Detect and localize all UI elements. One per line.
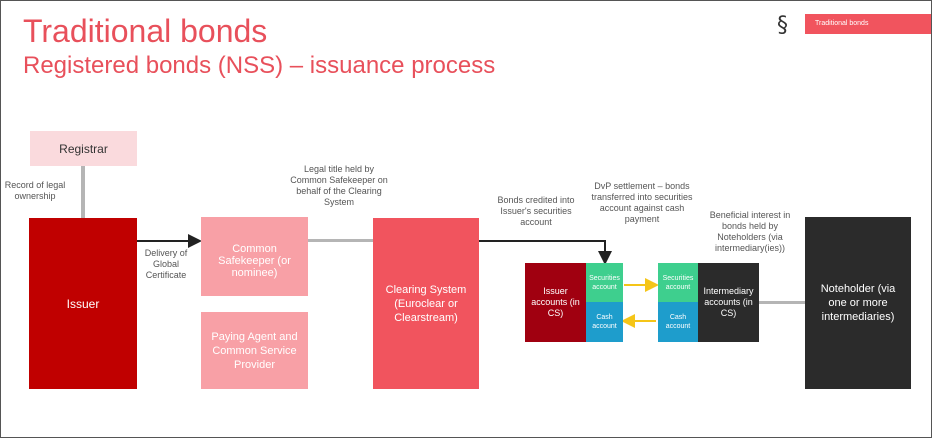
issuer-label: Issuer [66,296,100,311]
brand-logo-icon: § [777,13,788,38]
note-record-of-legal-ownership: Record of legal ownership [4,180,66,201]
note-legal-title-held: Legal title held by Common Safekeeper on… [290,164,388,207]
intermediary-accounts-box: Intermediary accounts (in CS) [698,263,759,342]
issuer-accounts-label: Issuer accounts (in CS) [531,286,580,318]
noteholder-box: Noteholder (via one or more intermediari… [805,217,911,389]
common-safekeeper-box: Common Safekeeper (or nominee) [201,217,308,296]
intermediary-cash-account: Cash account [658,302,698,342]
registrar-issuer-connector [81,166,85,218]
common-safekeeper-label: Common Safekeeper (or nominee) [218,243,291,279]
intermediary-securities-account: Securities account [658,263,698,302]
note-bonds-credited: Bonds credited into Issuer's securities … [497,195,575,227]
issuer-accounts-box: Issuer accounts (in CS) [525,263,586,342]
paying-agent-label: Paying Agent and Common Service Provider [211,330,298,371]
intermediary-noteholder-connector [759,301,805,304]
issuer-securities-account: Securities account [586,263,623,302]
clearing-system-box: Clearing System (Euroclear or Clearstrea… [373,218,479,389]
note-beneficial-interest: Beneficial interest in bonds held by Not… [709,210,791,253]
section-tag: Traditional bonds [805,14,931,34]
noteholder-label: Noteholder (via one or more intermediari… [820,283,896,323]
intermediary-securities-account-label: Securities account [662,274,694,291]
paying-agent-box: Paying Agent and Common Service Provider [201,312,308,389]
safekeeper-clearing-connector [308,239,373,242]
issuer-securities-account-label: Securities account [589,274,620,291]
intermediary-accounts-label: Intermediary accounts (in CS) [703,286,754,318]
clearing-system-label: Clearing System (Euroclear or Clearstrea… [385,283,467,324]
issuer-cash-account-label: Cash account [592,314,617,330]
bonds-credited-arrow [479,240,612,265]
page-subtitle: Registered bonds (NSS) – issuance proces… [23,52,496,79]
note-dvp-settlement: DvP settlement – bonds transferred into … [591,181,693,224]
note-delivery-of-global-certificate: Delivery of Global Certificate [144,248,188,280]
issuer-cash-account: Cash account [586,302,623,342]
page-title: Traditional bonds [23,13,268,49]
registrar-label: Registrar [59,141,108,156]
intermediary-cash-account-label: Cash account [665,314,691,330]
registrar-box: Registrar [30,131,137,166]
issuer-box: Issuer [29,218,137,389]
